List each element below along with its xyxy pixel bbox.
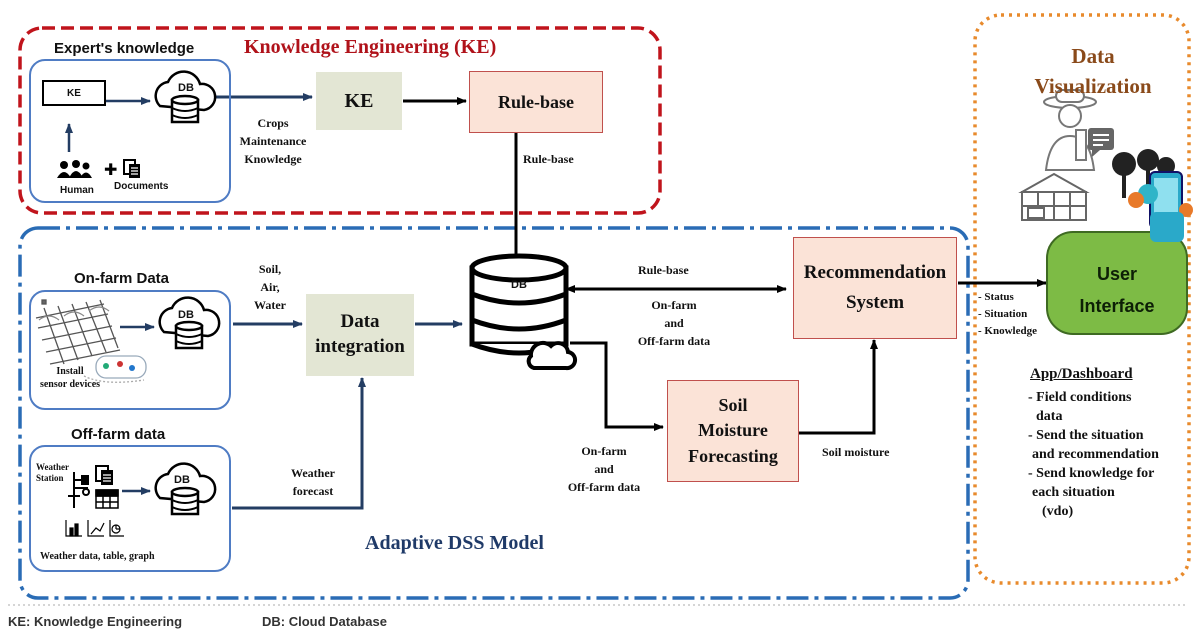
knowledge-label: - Knowledge [978,325,1037,337]
expert-db-label: DB [178,82,194,94]
soil-line1: Soil [718,395,748,416]
table-icon [95,489,119,509]
rule-base-rec-label: Rule-base [638,263,689,277]
expert-panel-title: Expert's knowledge [54,40,195,57]
offfarm-panel-title: Off-farm data [71,426,166,443]
plus-icon: ✚ [104,160,117,179]
weather-station-icon [68,472,90,508]
footer-ke-definition: KE: Knowledge Engineering [8,614,183,629]
onoff-soil-line1: On-farm [581,444,627,458]
dashboard-item1-line2: data [1036,409,1063,424]
farmer-icon [1043,89,1097,171]
footer-db-definition: DB: Cloud Database [262,614,387,629]
graph-icon [65,520,124,537]
onfarm-db-label: DB [178,309,194,321]
rule-base-down-label: Rule-base [523,152,574,166]
viz-frame [973,13,1191,585]
user-interface-line1: User [1096,264,1138,284]
rule-base-node: Rule-base [469,71,603,133]
chat-bubble-icon [1088,128,1114,157]
dashboard-item3-line2: each situation [1032,485,1115,500]
soil-air-water-line1: Soil, [258,262,282,276]
documents-icon [123,159,140,178]
recommendation-line1: Recommendation [803,261,947,283]
offfarm-panel [29,445,231,572]
dashboard-item2-line2: and recommendation [1032,447,1159,462]
soil-air-water-line3: Water [254,298,286,312]
onfarm-cloud-db-icon [158,296,221,350]
greenhouse-icon [1018,172,1090,221]
onoff-rec-line3: Off-farm data [637,334,711,348]
sensor-field-icon [35,299,147,383]
human-icon [57,160,92,178]
dss-frame [18,226,970,600]
crops-label-line3: Knowledge [244,152,302,166]
crops-label-line2: Maintenance [239,134,307,148]
expert-knowledge-panel [29,59,231,203]
soil-moisture-node: Soil Moisture Forecasting [667,380,799,482]
offfarm-cloud-db-icon [154,462,217,516]
soil-air-water-line2: Air, [260,280,280,294]
documents-label: Documents [114,181,169,192]
user-interface-box [1046,231,1188,335]
viz-title-line1: Data [1071,44,1115,68]
onoff-soil-line2: and [594,462,614,476]
situation-label: - Situation [978,308,1028,320]
data-integration-line2: integration [315,336,405,357]
user-interface-line2: Interface [1079,296,1155,316]
viz-title-line2: Visualization [1034,74,1152,98]
onoff-rec-line1: On-farm [651,298,697,312]
dashboard-item2-line1: - Send the situation [1028,428,1144,443]
onfarm-caption-line1: Install [56,366,84,377]
weather-station-line2: Station [36,473,64,483]
ke-section-title: Knowledge Engineering (KE) [244,36,497,58]
central-db-icon [469,253,578,371]
dashboard-item3-line3: (vdo) [1042,504,1074,519]
soil-line2: Moisture [698,420,768,441]
data-integration-line1: Data [340,311,380,333]
ke-node: KE [316,72,402,130]
ke-frame [18,26,662,215]
document-stack-icon [95,465,113,485]
offfarm-caption: Weather data, table, graph [40,551,155,562]
onfarm-caption-line2: sensor devices [39,379,101,390]
onfarm-panel [29,290,231,410]
onoff-rec-line2: and [664,316,684,330]
recommendation-node: Recommendation System [793,237,957,339]
offfarm-db-label: DB [174,474,190,486]
weather-station-line1: Weather [36,462,69,472]
dss-section-title: Adaptive DSS Model [365,532,544,554]
dashboard-list: - Field conditions data - Send the situa… [1028,388,1188,550]
weather-forecast-line1: Weather [291,466,335,480]
status-label: - Status [978,291,1014,303]
expert-cloud-db-icon [154,70,217,124]
recommendation-line2: System [845,292,905,313]
human-label: Human [60,185,94,196]
crops-label-line1: Crops [257,116,289,130]
expert-ke-box: KE [42,80,106,106]
data-integration-node: Data integration [306,294,414,376]
soil-line3: Forecasting [688,445,778,466]
dashboard-item1-line1: - Field conditions [1028,390,1132,405]
soil-moisture-label: Soil moisture [822,445,890,459]
dashboard-title: App/Dashboard [1030,366,1133,382]
weather-forecast-line2: forecast [292,484,334,498]
onoff-soil-line3: Off-farm data [567,480,641,494]
central-db-label: DB [511,279,527,291]
dashboard-item3-line1: - Send knowledge for [1028,466,1155,481]
onfarm-panel-title: On-farm Data [74,270,170,287]
